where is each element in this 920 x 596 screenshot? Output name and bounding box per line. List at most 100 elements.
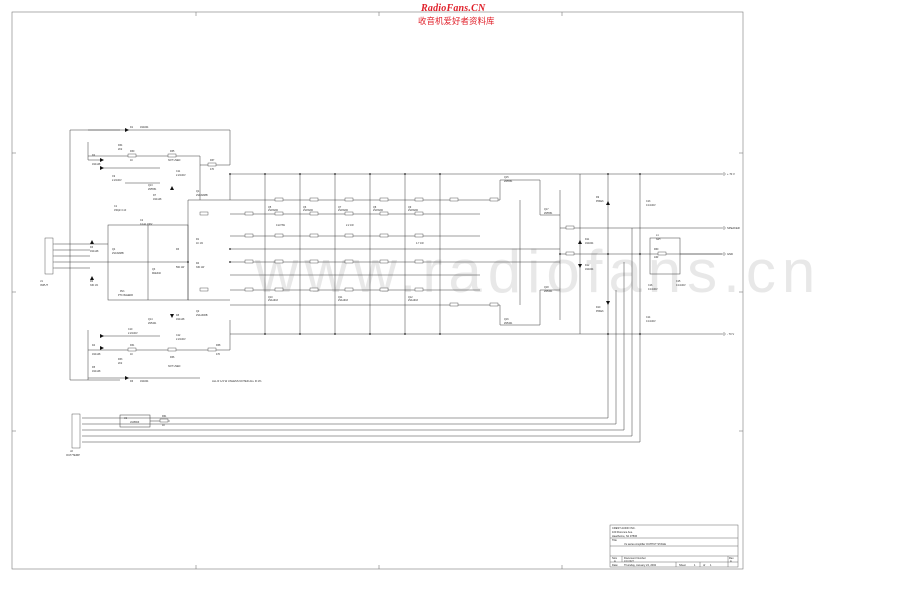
part-d5: D5: [92, 366, 96, 369]
part-q3: Q3: [152, 268, 156, 271]
part-d6: D6: [130, 380, 134, 383]
wiring: [55, 129, 722, 443]
title-block-doc-label: Document Number: [624, 556, 646, 560]
out-temp-connector-ref: J2: [70, 449, 73, 453]
part-r37-value: 470: [210, 168, 215, 171]
part-q13: Q13: [148, 184, 153, 187]
title-block-doc: 3.0 OUT: [624, 559, 634, 563]
part-c14-value: 0.1/100V: [646, 320, 656, 323]
part-d4-value: 1N4148: [92, 353, 101, 356]
title-block-address1: 100 Florence Ave.: [612, 530, 633, 534]
part-d2-value: 1N4148: [92, 163, 101, 166]
part-q7-value: 2SC5200: [338, 209, 349, 212]
part-l1: L1: [656, 234, 659, 237]
site-name[interactable]: RadioFans.CN: [421, 3, 486, 14]
rail-neg-label: - 70 V: [727, 332, 734, 336]
part-d1-value: 1N4004: [140, 126, 149, 129]
part-d6-value: 1N4004: [140, 380, 149, 383]
part-q15: Q15: [504, 176, 509, 179]
diodes: [90, 128, 610, 380]
part-q17: Q17: [544, 208, 549, 211]
resistors: [127, 153, 667, 423]
part-q6-value: 2SC5200: [303, 209, 314, 212]
part-q10: Q10: [268, 296, 273, 299]
part-q16-value: 2N5401: [504, 322, 513, 325]
part-d8: D8: [176, 314, 180, 317]
part-r3-value: 560 1W: [176, 266, 185, 269]
part-q7: Q7: [338, 206, 342, 209]
part-l1-value: 3uH: [656, 238, 661, 241]
part-r1-value: 1K 1%: [196, 242, 204, 245]
part-q9-value: 2SC5200: [408, 209, 419, 212]
part-rv1: RV1: [120, 290, 125, 293]
title-block-address2: Hawthorne, NJ 07506: [612, 534, 638, 538]
part-q13-value: 2N5551: [148, 188, 157, 191]
part-r61-value: 1K: [162, 424, 165, 427]
watermark: www.radiofans.cn: [254, 238, 821, 305]
title-block-title-label: Title: [612, 538, 617, 542]
part-c12: C12: [176, 334, 181, 337]
part-q4: Q4: [112, 248, 116, 251]
part-d3-value: 1N4148: [90, 250, 99, 253]
title-block-size: A: [614, 559, 616, 563]
part-c15-value: 0.1/100V: [676, 284, 686, 287]
part-d3: D3: [90, 246, 94, 249]
part-q2-value: 2SA1306B: [196, 314, 208, 317]
part-q15-value: 2N5551: [504, 180, 513, 183]
part-d11: D11: [585, 238, 590, 241]
part-c10: C10: [128, 328, 133, 331]
part-q11-value: 2SA1943: [338, 299, 349, 302]
title-block-rev-label: Rev: [729, 556, 734, 560]
part-emitter-res-value: 0.22 5W: [276, 224, 286, 227]
part-c1-value: 150pF 0.1F: [114, 209, 127, 212]
part-r31-value: 1K: [130, 353, 133, 356]
junctions: [187, 173, 641, 335]
part-c2: C2: [140, 219, 144, 222]
part-d9: D9: [596, 196, 600, 199]
part-q5: Q5: [268, 206, 272, 209]
site-subtitle: 收音机爱好者资料库: [418, 17, 495, 27]
title-block-size-label: Size: [612, 556, 618, 560]
part-r35: R35: [170, 150, 175, 153]
part-r30: R30: [130, 150, 135, 153]
part-r1: R1: [196, 238, 200, 241]
part-c15: C15: [676, 280, 681, 283]
part-q18-value: 2N5401: [544, 290, 553, 293]
part-q9: Q9: [408, 206, 412, 209]
part-r38: R38: [216, 344, 221, 347]
notes-comment: ALL R 1/4 W UNLESS NOTED ALL R 1%: [212, 379, 262, 383]
input-connector-ref: J1: [40, 279, 43, 283]
part-rv1-value: PTC BLEEDR: [118, 294, 133, 297]
part-r36-value: NOT USED: [168, 365, 181, 368]
part-q5-value: 2SC5200: [268, 209, 279, 212]
title-block-of-label: of: [703, 563, 705, 567]
part-r61: R61: [162, 415, 167, 418]
part-d1: D1: [130, 126, 134, 129]
part-q12-value: 2SA1943: [408, 299, 419, 302]
part-q14: Q14: [148, 318, 153, 321]
part-q1-value: 2SC3298B: [196, 194, 208, 197]
part-r37: R37: [210, 159, 215, 162]
part-c13: C13: [646, 200, 651, 203]
title-block-rev: A: [730, 559, 732, 563]
part-r2-value: 330 1%: [90, 284, 99, 287]
out-temp-connector[interactable]: [71, 413, 81, 449]
title-block-sheet-label: Sheet: [679, 563, 686, 567]
part-r2: R2: [90, 280, 94, 283]
rail-pos-label: + 70 V: [727, 172, 735, 176]
part-r36: R36: [170, 356, 175, 359]
rail-gnd-label: GND: [727, 252, 733, 256]
input-connector[interactable]: [44, 237, 55, 275]
part-r31: R31: [130, 344, 135, 347]
part-r4: R4: [196, 262, 200, 265]
part-c13-value: 0.1/100V: [646, 204, 656, 207]
drawing-border: [11, 11, 744, 570]
part-c14: C14: [646, 316, 651, 319]
part-q12: Q12: [408, 296, 413, 299]
part-q11: Q11: [338, 296, 343, 299]
part-d10: D10: [596, 306, 601, 309]
part-q16: Q16: [504, 318, 509, 321]
part-c16-value: 0.1/100V: [648, 288, 658, 291]
part-base-res-value: 2.2 1W: [346, 224, 354, 227]
title-block: [609, 524, 739, 568]
